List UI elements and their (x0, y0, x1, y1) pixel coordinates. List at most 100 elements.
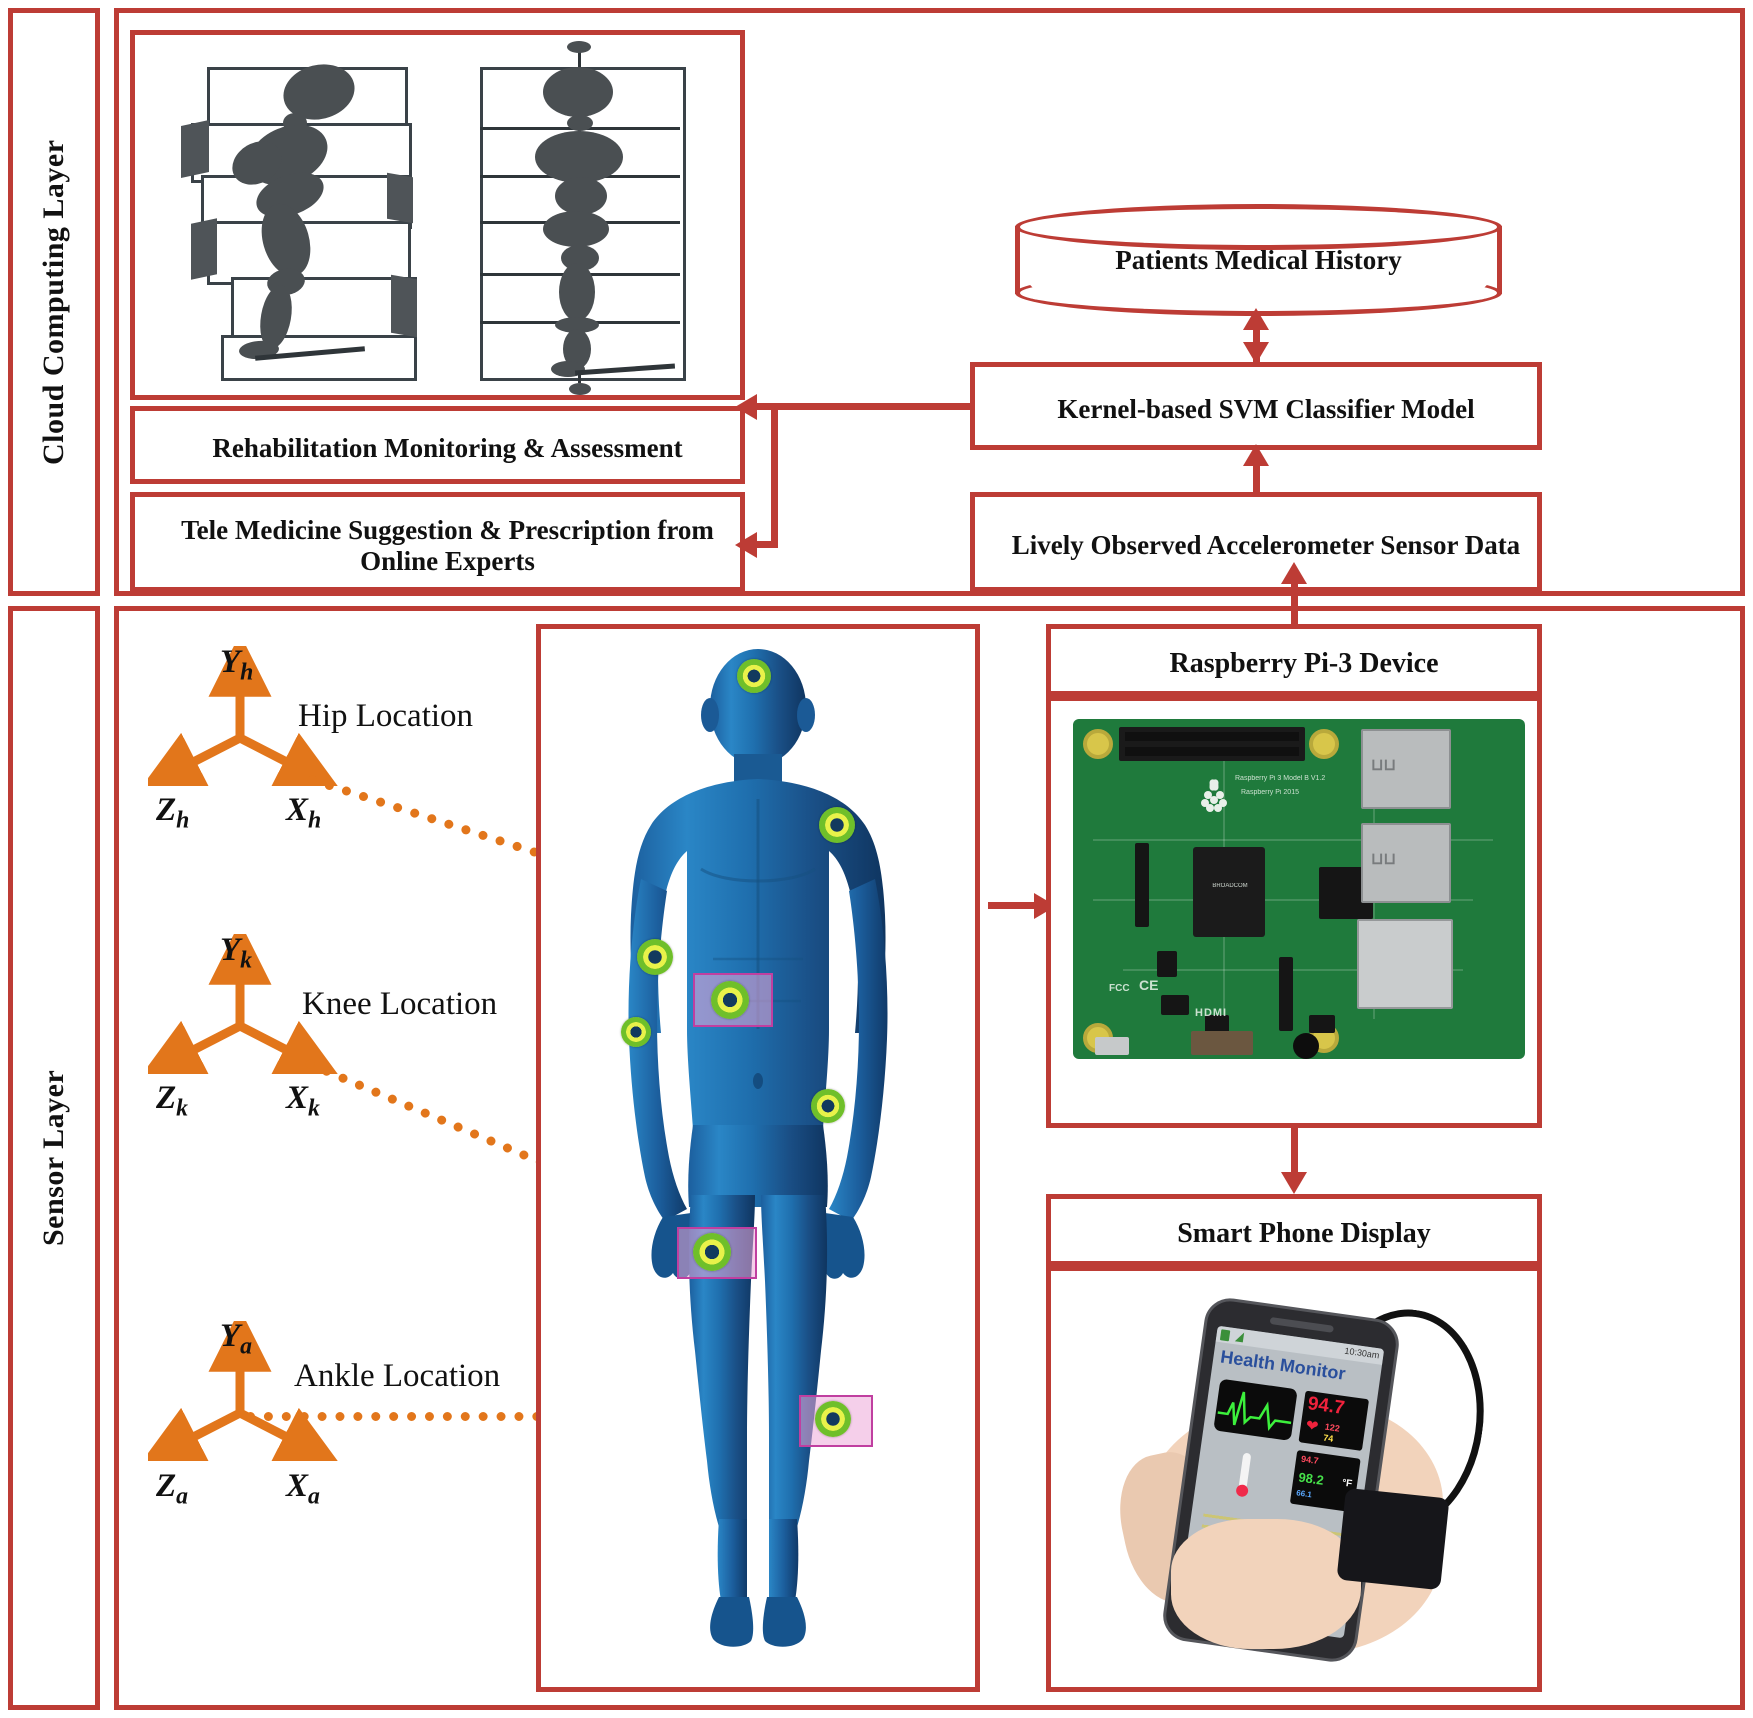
database-patients-medical-history[interactable]: Patients Medical History (1015, 204, 1502, 316)
box-smart-phone-display[interactable]: Smart Phone Display (1046, 1194, 1542, 1266)
bpm-value: 122 (1324, 1421, 1341, 1434)
knee-location-label: Knee Location (302, 986, 498, 1022)
pcb-ce-silk: CE (1139, 977, 1159, 993)
pcb-chip-a (1157, 951, 1177, 977)
box-raspberry-pi-label: Raspberry Pi-3 Device (1169, 647, 1439, 679)
sensor-layer-label-frame: Sensor Layer (8, 606, 100, 1710)
gait-right-torso (535, 131, 623, 183)
arrow-up-to-svm (1243, 444, 1269, 466)
pcb-trace-3 (1123, 969, 1463, 971)
pcb-chip-c (1205, 1015, 1229, 1033)
gait-right-thigh (559, 263, 595, 321)
pcb-usb-bottom-silk: ⊔⊔ (1371, 851, 1396, 868)
hip-axis-x-label: Xh (286, 792, 322, 834)
thermometer-bulb-icon (1235, 1483, 1249, 1498)
arrow-left-to-rehab (735, 394, 757, 420)
smart-phone-device[interactable]: 10:30am Health Monitor 94.7 ❤ 122 74 (1159, 1295, 1403, 1665)
pcb-camera-connector (1279, 957, 1293, 1031)
pcb-soc-silk: BROADCOM (1212, 883, 1248, 889)
box-raspberry-pi[interactable]: Raspberry Pi-3 Device (1046, 624, 1542, 696)
pcb-usb-port-bottom: ⊔⊔ (1361, 823, 1451, 903)
phone-status-time: 10:30am (1343, 1345, 1380, 1361)
raspberry-pi-board: BROADCOM ⊔⊔ ⊔⊔ HDMI (1073, 719, 1525, 1059)
pcb-usb-port-top: ⊔⊔ (1361, 729, 1451, 809)
connector-rpi-to-sensordata (1291, 578, 1298, 626)
gait-right-bottom-marker (569, 383, 591, 395)
bpm-secondary-value: 74 (1322, 1432, 1334, 1444)
temp-top-reading: 94.7 (1300, 1453, 1320, 1466)
gait-analysis-panel (130, 30, 745, 400)
pcb-broadcom-soc (1193, 847, 1265, 937)
raspberry-pi-image-panel: BROADCOM ⊔⊔ ⊔⊔ HDMI (1046, 696, 1542, 1128)
hip-axis-y-label: Yh (220, 644, 254, 686)
pcb-audio-jack (1293, 1033, 1319, 1059)
arrow-up-to-sensordata (1281, 562, 1307, 584)
pcb-year-silk: Raspberry Pi 2015 (1241, 789, 1299, 796)
gait-right-neck (567, 115, 593, 131)
gait-right-waist (555, 177, 607, 215)
box-rehabilitation-monitoring[interactable]: Rehabilitation Monitoring & Assessment (130, 406, 745, 484)
knee-axis-y-label: Yk (220, 932, 253, 974)
gait-right-top-marker (567, 41, 591, 53)
connector-sensordata-to-svm (1253, 458, 1260, 492)
pcb-gpio-pins-row2 (1125, 747, 1299, 756)
pcb-trace-2 (1093, 899, 1473, 901)
ankle-axis-x-label: Xa (286, 1468, 320, 1510)
hip-location-label: Hip Location (298, 698, 474, 734)
arrow-left-to-telemed (735, 532, 757, 558)
gait-illustration (135, 35, 740, 395)
box-smart-phone-display-label: Smart Phone Display (1177, 1217, 1431, 1249)
body-figure-panel (536, 624, 980, 1692)
knee-axis-z-label: Zk (156, 1080, 189, 1122)
pcb-micro-usb-power (1095, 1037, 1129, 1055)
pcb-trace-1 (1093, 839, 1493, 841)
box-accelerometer-sensor-data[interactable]: Lively Observed Accelerometer Sensor Dat… (970, 492, 1542, 592)
gait-right-knee (555, 317, 599, 333)
battery-icon (1219, 1329, 1231, 1342)
ecg-waveform-icon (1217, 1391, 1292, 1431)
sensor-marker-shoulder (819, 807, 855, 843)
gait-left-slab-a (181, 120, 209, 178)
database-label: Patients Medical History (1115, 244, 1402, 275)
sensor-marker-knee (693, 1233, 731, 1271)
spo2-tile: 94.7 ❤ 122 74 (1298, 1390, 1370, 1451)
gait-right-pelvis (543, 211, 609, 247)
knee-axis-x-label: Xk (286, 1080, 320, 1122)
box-svm-classifier-label: Kernel-based SVM Classifier Model (1057, 394, 1475, 425)
spo2-value: 94.7 (1306, 1393, 1346, 1420)
sensor-layer-label: Sensor Layer (37, 1069, 70, 1247)
pcb-display-connector (1135, 843, 1149, 927)
pcb-hdmi-port (1191, 1031, 1253, 1055)
gait-right-head (543, 67, 613, 117)
pcb-model-silk: Raspberry Pi 3 Model B V1.2 (1235, 775, 1326, 782)
gait-left-slab-b (191, 218, 217, 280)
connector-bus-to-telemed (756, 541, 778, 548)
sensor-layer: Sensor Layer Yh Zh Xh Hip Location (8, 562, 1745, 1710)
box-accelerometer-sensor-data-label: Lively Observed Accelerometer Sensor Dat… (1011, 530, 1521, 561)
pcb-gpio-pins-row1 (1125, 732, 1299, 741)
box-tele-medicine[interactable]: Tele Medicine Suggestion & Prescription … (130, 492, 745, 592)
human-body-illustration (541, 629, 975, 1687)
axis-triad-knee (139, 921, 341, 1078)
sensor-marker-hip (711, 981, 749, 1019)
sensor-marker-wrist (621, 1017, 651, 1047)
ankle-axis-y-label: Ya (220, 1318, 253, 1360)
smart-phone-image-panel: 10:30am Health Monitor 94.7 ❤ 122 74 (1046, 1266, 1542, 1692)
box-svm-classifier[interactable]: Kernel-based SVM Classifier Model (970, 362, 1542, 450)
pcb-ethernet-port (1357, 919, 1453, 1009)
pcb-mount-hole-tl (1083, 729, 1113, 759)
ankle-location-label: Ankle Location (294, 1358, 501, 1394)
connector-rpi-to-phone (1291, 1128, 1298, 1176)
heart-icon: ❤ (1304, 1417, 1320, 1436)
sensor-marker-thigh (811, 1089, 845, 1123)
knee-axes-icon (139, 921, 341, 1078)
hip-axis-z-label: Zh (156, 792, 190, 834)
arrow-down-to-svm (1243, 342, 1269, 364)
sensor-marker-elbow (637, 939, 673, 975)
phone-screen[interactable]: 10:30am Health Monitor 94.7 ❤ 122 74 (1177, 1325, 1385, 1639)
sensor-marker-ankle (815, 1401, 851, 1437)
gait-left-slab-c (387, 172, 413, 224)
cloud-layer-label: Cloud Computing Layer (37, 139, 70, 465)
cloud-layer-label-frame: Cloud Computing Layer (8, 8, 100, 596)
arrow-up-to-database (1243, 308, 1269, 330)
